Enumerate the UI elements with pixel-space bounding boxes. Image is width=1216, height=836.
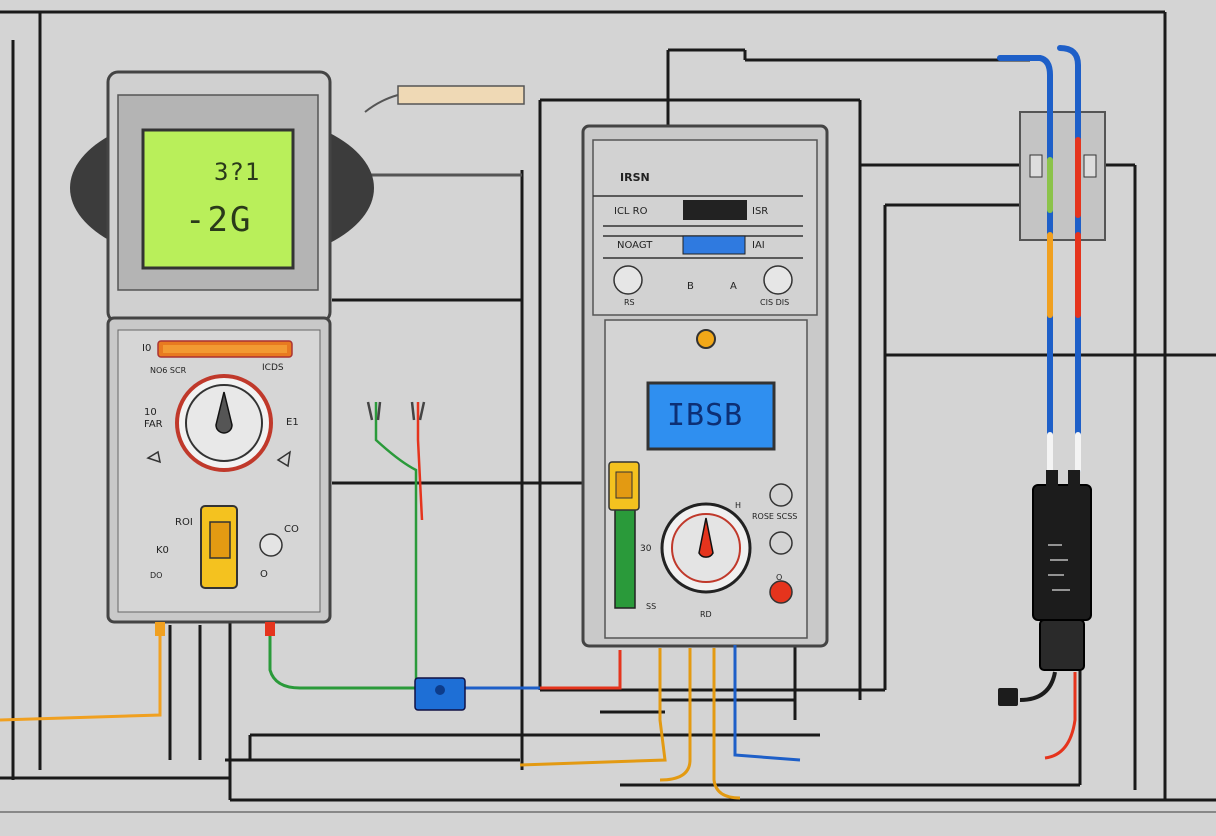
panel-label-small2: O [776,573,783,582]
panel-label-rd: RD [700,610,712,619]
panel-blue-strip [682,235,746,255]
panel-label-rose: ROSE SCSS [752,512,798,521]
panel-lcd-text: IBSB [667,398,744,433]
meter-small-knob [259,533,283,557]
panel-dial-needle [698,517,714,558]
panel-black-display [683,200,747,220]
left-dial-label-right: ICDS [262,363,284,373]
panel-gauge-label-right: CIS DIS [760,298,790,307]
panel-label-small1: H [735,501,742,510]
left-dial-label-left: NO6 SCR [150,366,187,375]
left-lcd-line2: -2G [185,200,253,240]
left-bottom-label-4: DO [150,571,163,580]
panel-gauge-label-mid2: A [730,281,737,292]
panel-indicator-led [696,329,716,349]
panel-gauge-label-mid: B [687,281,694,292]
left-meter-leads [0,622,622,722]
left-bar-label: I0 [142,343,152,354]
panel-leads [519,645,801,800]
right-panel [581,124,829,648]
dial-needle [215,391,233,434]
panel-row2-right: IAI [752,240,765,251]
left-side-label-right: E1 [286,417,299,428]
left-side-label-1: 10 [144,407,157,418]
left-side-label-2: FAR [144,419,163,430]
panel-label-num: 30 [640,544,652,554]
panel-lcd [646,381,776,451]
temperature-probe [364,85,525,177]
meter-lcd [141,128,295,270]
vertical-cable-bundle [997,45,1081,473]
wall-junction [1019,111,1106,241]
left-bottom-label-3: CO [284,524,299,535]
panel-row2-left: NOAGT [617,240,653,251]
panel-gauge-label-left: RS [624,298,635,307]
middle-probe-wires [366,401,466,711]
panel-title: IRSN [620,171,650,184]
left-meter [70,70,374,624]
panel-label-ss: SS [646,602,657,611]
panel-gauge-right [763,265,793,295]
panel-red-button [769,580,793,604]
panel-row1-left: ICL RO [614,206,648,217]
left-bottom-label-1: ROI [175,517,193,528]
inline-controller-module [998,470,1092,760]
panel-row1-right: ISR [752,206,769,217]
panel-gauge-left [613,265,643,295]
left-bottom-label-2: K0 [156,545,169,556]
left-lcd-line1: 3?1 [214,158,261,186]
left-bottom-label-5: O [260,569,268,580]
